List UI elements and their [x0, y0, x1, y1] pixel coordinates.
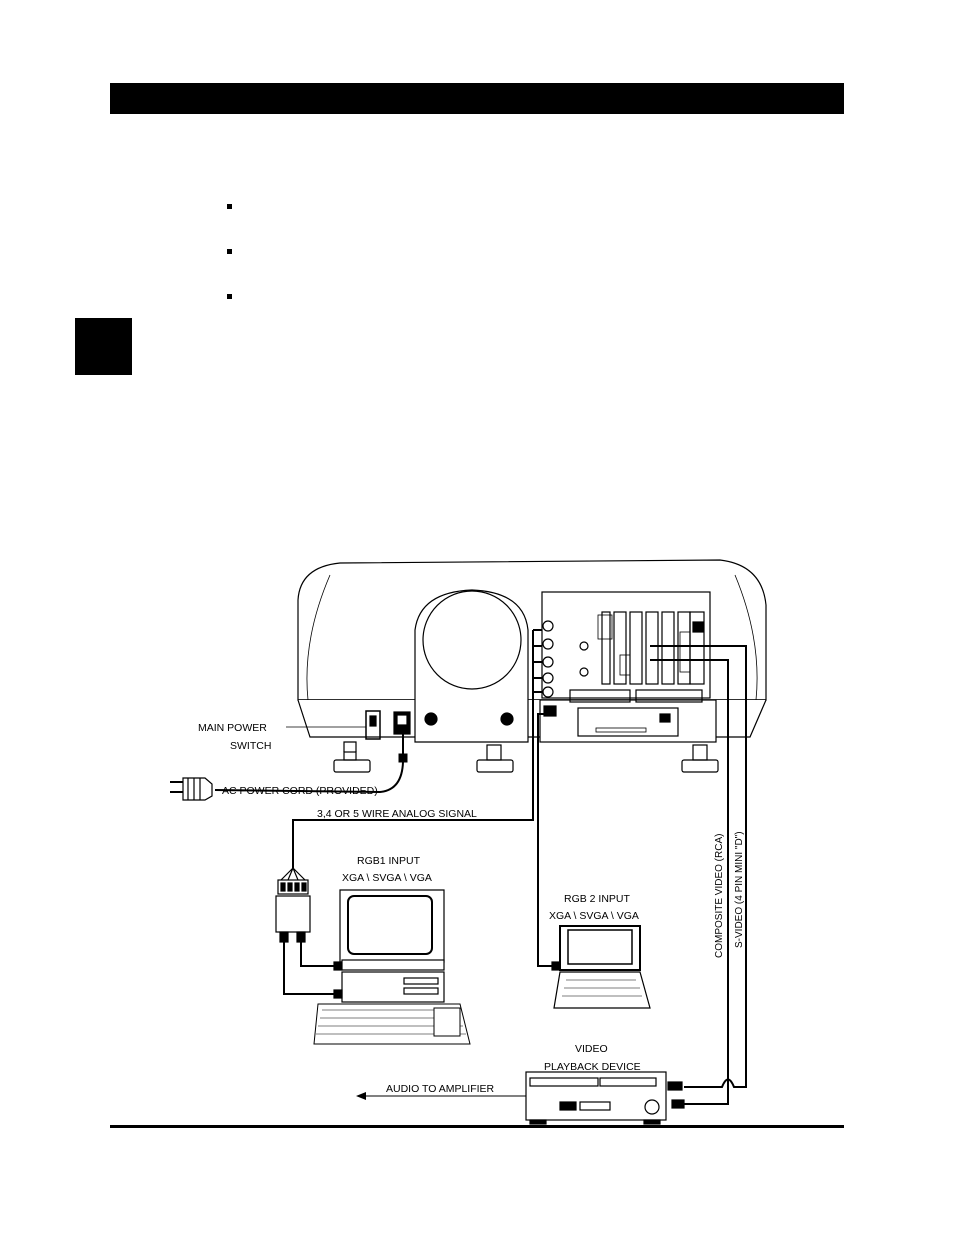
signal-cables	[292, 629, 747, 1105]
section-header-bar	[110, 83, 844, 114]
power-plug-icon	[170, 777, 213, 801]
switch-label: SWITCH	[230, 740, 271, 752]
power-cord	[214, 734, 408, 794]
crt-monitor-icon	[333, 889, 445, 971]
rgb1-title-label: RGB1 INPUT	[357, 855, 421, 867]
video-device-label: PLAYBACK DEVICE	[544, 1061, 641, 1073]
desktop-computer-icon	[333, 971, 445, 1003]
composite-video-label: COMPOSITE VIDEO (RCA)	[714, 834, 725, 958]
ac-cord-label: AC POWER CORD (PROVIDED)	[222, 785, 378, 797]
bullet-marker	[227, 294, 232, 299]
bnc-adapter-icon	[275, 867, 334, 995]
main-power-label: MAIN POWER	[198, 722, 267, 734]
rgb2-modes-label: XGA \ SVGA \ VGA	[549, 910, 639, 922]
bullet-marker	[227, 249, 232, 254]
bullet-marker	[227, 204, 232, 209]
audio-label: AUDIO TO AMPLIFIER	[386, 1083, 495, 1095]
s-video-label: S-VIDEO (4 PIN MINI "D")	[734, 831, 745, 948]
rgb1-modes-label: XGA \ SVGA \ VGA	[342, 872, 432, 884]
keyboard-icon	[313, 1003, 471, 1045]
footer-rule	[110, 1125, 844, 1128]
laptop-icon	[551, 925, 651, 1009]
audio-arrow-icon	[356, 1092, 366, 1100]
analog-signal-label: 3,4 OR 5 WIRE ANALOG SIGNAL	[317, 808, 477, 820]
vcr-icon	[525, 1071, 685, 1125]
video-title-label: VIDEO	[575, 1043, 608, 1055]
rgb2-title-label: RGB 2 INPUT	[564, 893, 631, 905]
chapter-tab	[75, 318, 132, 375]
